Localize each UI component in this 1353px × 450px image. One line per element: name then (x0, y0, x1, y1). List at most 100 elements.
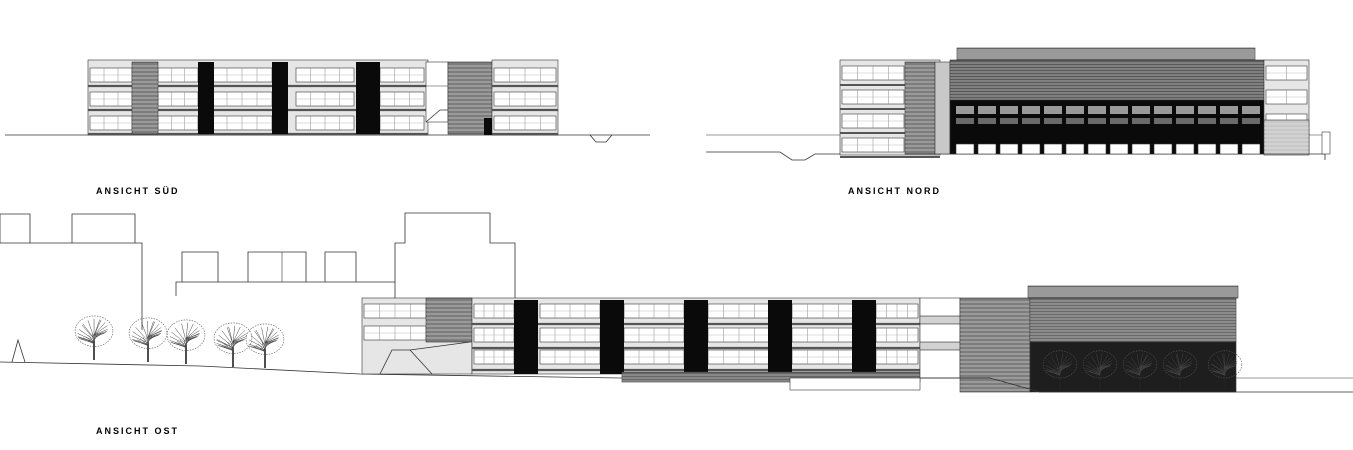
east-bg-building-4 (181, 251, 219, 282)
tree-branch (264, 338, 279, 344)
tree-branch (1059, 357, 1071, 368)
east-dark-pier-0 (514, 300, 538, 374)
south-elevation (5, 59, 650, 143)
north-hall-window-mid (1176, 118, 1194, 124)
tree-branch (93, 325, 108, 336)
north-hall-window-upper (1132, 106, 1150, 114)
north-hall-window-ground (1087, 143, 1107, 155)
tree-branch (1224, 361, 1238, 368)
north-hall-lower (949, 99, 1265, 155)
tree-branch (93, 333, 105, 338)
north-hall-window-mid (1242, 118, 1260, 124)
east-bg-building-5 (247, 251, 307, 282)
tree-branch (78, 329, 95, 341)
tree-branch (226, 327, 234, 345)
tree-branch (1085, 364, 1101, 373)
north-link (934, 61, 951, 155)
label-east-elevation: ANSICHT OST (96, 426, 180, 436)
tree-branch (81, 324, 95, 339)
tree-branch (141, 322, 149, 340)
tree-branch (147, 332, 162, 338)
tree-branch (147, 327, 162, 338)
south-dark-pier-2 (356, 62, 380, 134)
tree-branch (1059, 360, 1073, 368)
tree-branch (172, 342, 187, 348)
east-bg-building-3 (0, 242, 143, 330)
east-hall-end (959, 297, 1031, 393)
east-bg-tower (394, 212, 516, 300)
tree-branch (1051, 356, 1061, 371)
tree-branch (88, 335, 95, 344)
east-tree-4 (245, 323, 285, 368)
north-hall-window-mid (1154, 118, 1172, 124)
north-hall-window-upper (1066, 106, 1084, 114)
east-access-ramp (920, 377, 1041, 393)
north-hall-window-mid (1000, 118, 1018, 124)
tree-branch (1224, 365, 1236, 369)
tree-branch (1179, 363, 1193, 369)
north-hall-window-ground (999, 143, 1019, 155)
tree-branch (1223, 366, 1226, 375)
tree-branch (185, 327, 199, 340)
north-hall-window-ground (1197, 143, 1217, 155)
tree-branch (1096, 354, 1101, 370)
tree-branch (1171, 369, 1181, 376)
tree-branch (1059, 366, 1064, 374)
tree-branch (169, 336, 187, 345)
tree-branch (134, 340, 149, 346)
tree-crown (213, 322, 253, 354)
label-south-elevation: ANSICHT SÜD (96, 186, 180, 196)
tree-branch (77, 336, 95, 343)
south-entrance-post (484, 118, 492, 135)
tree-branch (1139, 360, 1153, 368)
tree-branch (255, 330, 266, 347)
east-stair-core (919, 297, 961, 379)
tree-branch (232, 330, 246, 343)
tree-branch (142, 337, 149, 346)
north-hall-window-upper (956, 106, 974, 114)
tree-branch (185, 337, 196, 342)
east-dark-pier-2 (684, 300, 708, 374)
tree-branch (1059, 363, 1073, 369)
tree-branch (1055, 354, 1061, 370)
tree-branch (1045, 365, 1061, 374)
north-east-cladding (1263, 119, 1310, 155)
tree-branch (1059, 354, 1068, 369)
east-dark-pier-1 (600, 300, 624, 374)
tree-branch (1133, 368, 1141, 376)
east-tree-2 (166, 319, 206, 364)
north-hall-window-mid (1220, 118, 1238, 124)
tree-branch (185, 323, 194, 340)
tree-branch (1210, 364, 1226, 373)
east-plinth-windows (789, 377, 921, 391)
east-bg-building-2 (71, 213, 136, 243)
south-ground-dip (589, 134, 613, 143)
tree-branch (254, 330, 266, 347)
tree-branch (93, 322, 106, 336)
north-hall-window-upper (1220, 106, 1238, 114)
tree-crown (74, 315, 114, 347)
tree-branch (80, 338, 95, 344)
south-dark-pier-1 (272, 62, 288, 134)
east-hall-tree-3 (1162, 350, 1198, 390)
tree-branch (181, 323, 187, 342)
tree-branch (250, 335, 266, 348)
north-hall-upper (949, 59, 1265, 101)
east-west-stair (379, 349, 433, 375)
tree-branch (1177, 353, 1181, 370)
tree-branch (185, 330, 200, 340)
north-hall-window-ground (1175, 143, 1195, 155)
tree-branch (264, 331, 278, 344)
tree-branch (1094, 368, 1101, 376)
tree-branch (93, 329, 108, 336)
tree-branch (132, 331, 149, 343)
tree-branch (1213, 359, 1226, 372)
tree-branch (1175, 354, 1181, 370)
tree-branch (1223, 353, 1226, 370)
tree-branch (147, 334, 160, 339)
tree-branch (1099, 357, 1111, 368)
tree-branch (1165, 365, 1181, 374)
tree-branch (1179, 357, 1192, 368)
tree-branch (147, 321, 156, 338)
